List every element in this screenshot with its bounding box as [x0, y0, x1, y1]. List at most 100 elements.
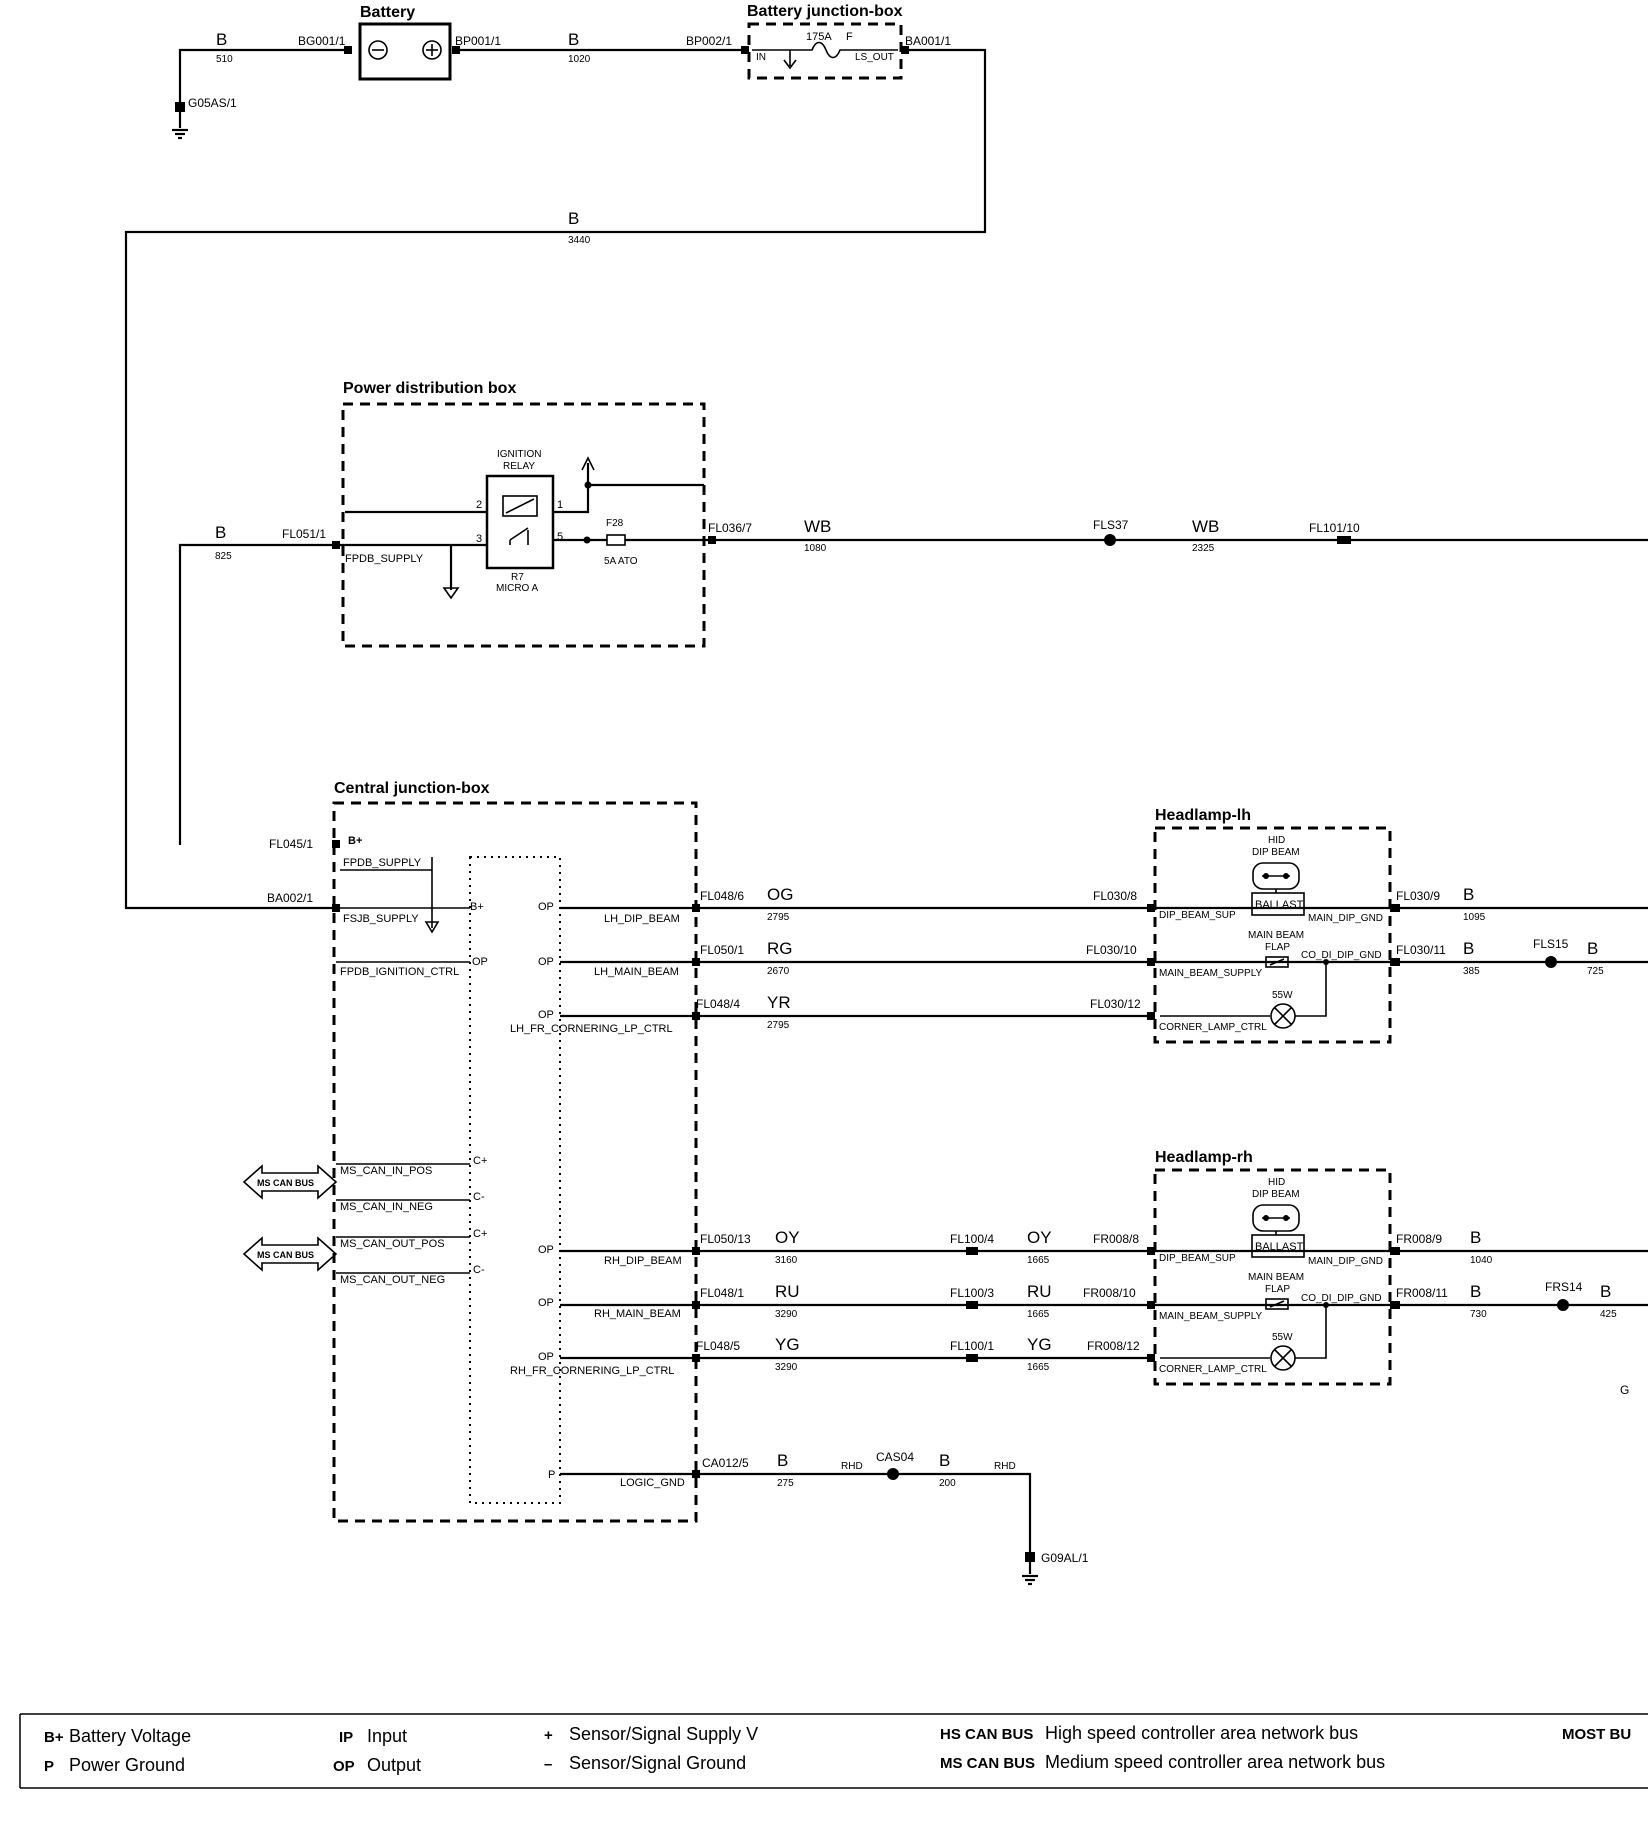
- battery-section: G05AS/1 B 510 Battery BG001/1 BP001/1 B …: [124, 3, 987, 910]
- pdb-ground-arrow: [442, 587, 460, 600]
- label-fl100-3: FL100/3: [950, 1286, 994, 1300]
- cjb-type-op-5: OP: [538, 1297, 554, 1309]
- wire-length-1080: 1080: [804, 543, 827, 554]
- connector-ba002: [332, 904, 340, 912]
- relay-pin-2: 2: [476, 499, 482, 511]
- wire-color-3440: B: [568, 209, 579, 228]
- legend-text-output: Output: [367, 1755, 421, 1775]
- ms-can-bus-label-1: MS CAN BUS: [257, 1178, 314, 1188]
- rhd-label-1: RHD: [841, 1461, 863, 1472]
- wire-battery-ground: [178, 48, 351, 110]
- battery-negative-terminal: [368, 40, 388, 60]
- wire-logic-gnd: [560, 1472, 1032, 1560]
- wire-length-200: 200: [939, 1478, 956, 1489]
- wire-length-1095: 1095: [1463, 912, 1486, 923]
- connector-fl051: [332, 541, 340, 549]
- splice-cas04: [887, 1468, 899, 1480]
- ms-can-bus-out-arrow: MS CAN BUS: [242, 1236, 338, 1272]
- cjb-type-bplus: B+: [470, 901, 484, 913]
- label-fl030-11: FL030/11: [1396, 943, 1446, 957]
- wire-color-275: B: [777, 1451, 788, 1470]
- label-fl048-6: FL048/6: [700, 889, 744, 903]
- rh-pin-dip-beam-sup: DIP_BEAM_SUP: [1159, 1253, 1236, 1264]
- label-ba002: BA002/1: [267, 891, 313, 905]
- wire-length-ru-2: 1665: [1027, 1309, 1050, 1320]
- cjb-pin-lh-dip-beam: LH_DIP_BEAM: [604, 913, 680, 925]
- connector-fl101: [1337, 536, 1351, 544]
- ground-symbol-g05as: [172, 128, 188, 140]
- ms-can-bus-label-2: MS CAN BUS: [257, 1250, 314, 1260]
- wire-color-1040: B: [1470, 1228, 1481, 1247]
- label-fl050-1: FL050/1: [700, 943, 744, 957]
- wire-color-725: B: [1587, 939, 1598, 958]
- rh-pin-corner-lamp-ctrl: CORNER_LAMP_CTRL: [1159, 1364, 1267, 1375]
- wire-length-1020: 1020: [568, 54, 591, 65]
- rh-watt-label: 55W: [1272, 1332, 1293, 1343]
- label-fl045: FL045/1: [269, 837, 313, 851]
- label-bp001: BP001/1: [455, 34, 501, 48]
- cjb-pin-ms-can-in-neg: MS_CAN_IN_NEG: [340, 1201, 433, 1213]
- rh-hid-label: HID: [1268, 1177, 1285, 1188]
- bjb-in-label: IN: [756, 52, 766, 63]
- wire-color-rg: RG: [767, 939, 793, 958]
- label-ba001: BA001/1: [905, 34, 951, 48]
- relay-pin-3: 3: [476, 533, 482, 545]
- connector-g05as: [175, 102, 185, 112]
- rh-pin-co-di-dip-gnd: CO_DI_DIP_GND: [1301, 1293, 1382, 1304]
- lh-pin-dip-beam-sup: DIP_BEAM_SUP: [1159, 910, 1236, 921]
- cjb-left-pins: FPDB_SUPPLY FSJB_SUPPLY B+ FPDB_IGNITION…: [336, 857, 488, 1286]
- wire-length-oy-1: 3160: [775, 1255, 798, 1266]
- wire-color-og: OG: [767, 885, 793, 904]
- legend-text-power-ground: Power Ground: [69, 1755, 185, 1775]
- wire-color-oy-2: OY: [1027, 1228, 1052, 1247]
- cjb-pin-ms-can-out-neg: MS_CAN_OUT_NEG: [340, 1274, 445, 1286]
- wire-length-425: 425: [1600, 1309, 1617, 1320]
- lh-wiring: FL048/6 FL050/1 FL048/4 OG 2795 RG 2670 …: [560, 807, 1648, 1044]
- wire-color-oy-1: OY: [775, 1228, 800, 1247]
- wire-length-og: 2795: [767, 912, 790, 923]
- fuse-f28-rating: 5A ATO: [604, 556, 638, 567]
- connector-fl036: [708, 536, 716, 544]
- lh-pin-main-dip-gnd: MAIN_DIP_GND: [1308, 913, 1383, 924]
- connector-fl045: [332, 840, 340, 848]
- cjb-type-c-minus-1: C-: [473, 1191, 485, 1203]
- wire-color-ru-1: RU: [775, 1282, 800, 1301]
- legend-text-supply: Sensor/Signal Supply V: [569, 1724, 758, 1744]
- cjb-type-op-2: OP: [538, 956, 554, 968]
- label-bp002: BP002/1: [686, 34, 732, 48]
- power-distribution-box-title: Power distribution box: [343, 380, 516, 397]
- label-bg001: BG001/1: [298, 34, 346, 48]
- cjb-type-c-plus-2: C+: [473, 1228, 487, 1240]
- label-fl048-4: FL048/4: [696, 997, 740, 1011]
- lh-hid-label: HID: [1268, 835, 1285, 846]
- rh-pin-main-dip-gnd: MAIN_DIP_GND: [1308, 1256, 1383, 1267]
- lh-dip-beam-label: DIP BEAM: [1252, 847, 1300, 858]
- label-fr008-9: FR008/9: [1396, 1232, 1442, 1246]
- cjb-type-op-left: OP: [472, 956, 488, 968]
- lh-watt-label: 55W: [1272, 990, 1293, 1001]
- rh-dip-beam-label: DIP BEAM: [1252, 1189, 1300, 1200]
- label-fr008-12: FR008/12: [1087, 1339, 1140, 1353]
- legend-code-hs-can: HS CAN BUS: [940, 1726, 1033, 1743]
- connector-bp002: [741, 46, 749, 54]
- battery-box: [358, 22, 452, 81]
- wire-color-730: B: [1470, 1282, 1481, 1301]
- cjb-internal-module: [469, 856, 561, 1504]
- wire-length-1040: 1040: [1470, 1255, 1493, 1266]
- wire-length-730: 730: [1470, 1309, 1487, 1320]
- cjb-pin-rh-fr-cornering: RH_FR_CORNERING_LP_CTRL: [510, 1365, 674, 1377]
- central-junction-box: [332, 801, 698, 1523]
- legend-code-plus: +: [544, 1727, 553, 1744]
- legend-text-ms-can: Medium speed controller area network bus: [1045, 1752, 1385, 1772]
- wire-color-1020: B: [568, 30, 579, 49]
- splice-frs14: [1557, 1299, 1569, 1311]
- wire-color-yg-1: YG: [775, 1335, 800, 1354]
- fuse-f28-name: F28: [606, 518, 624, 529]
- label-fr008-8: FR008/8: [1093, 1232, 1139, 1246]
- cjb-type-op-4: OP: [538, 1244, 554, 1256]
- label-edge-g: G: [1620, 1383, 1629, 1397]
- label-g09al: G09AL/1: [1041, 1551, 1089, 1565]
- central-junction-box-title: Central junction-box: [334, 780, 490, 797]
- power-distribution-section: Power distribution box B 825 FL051/1 FPD…: [178, 380, 1648, 845]
- label-fl030-10: FL030/10: [1086, 943, 1137, 957]
